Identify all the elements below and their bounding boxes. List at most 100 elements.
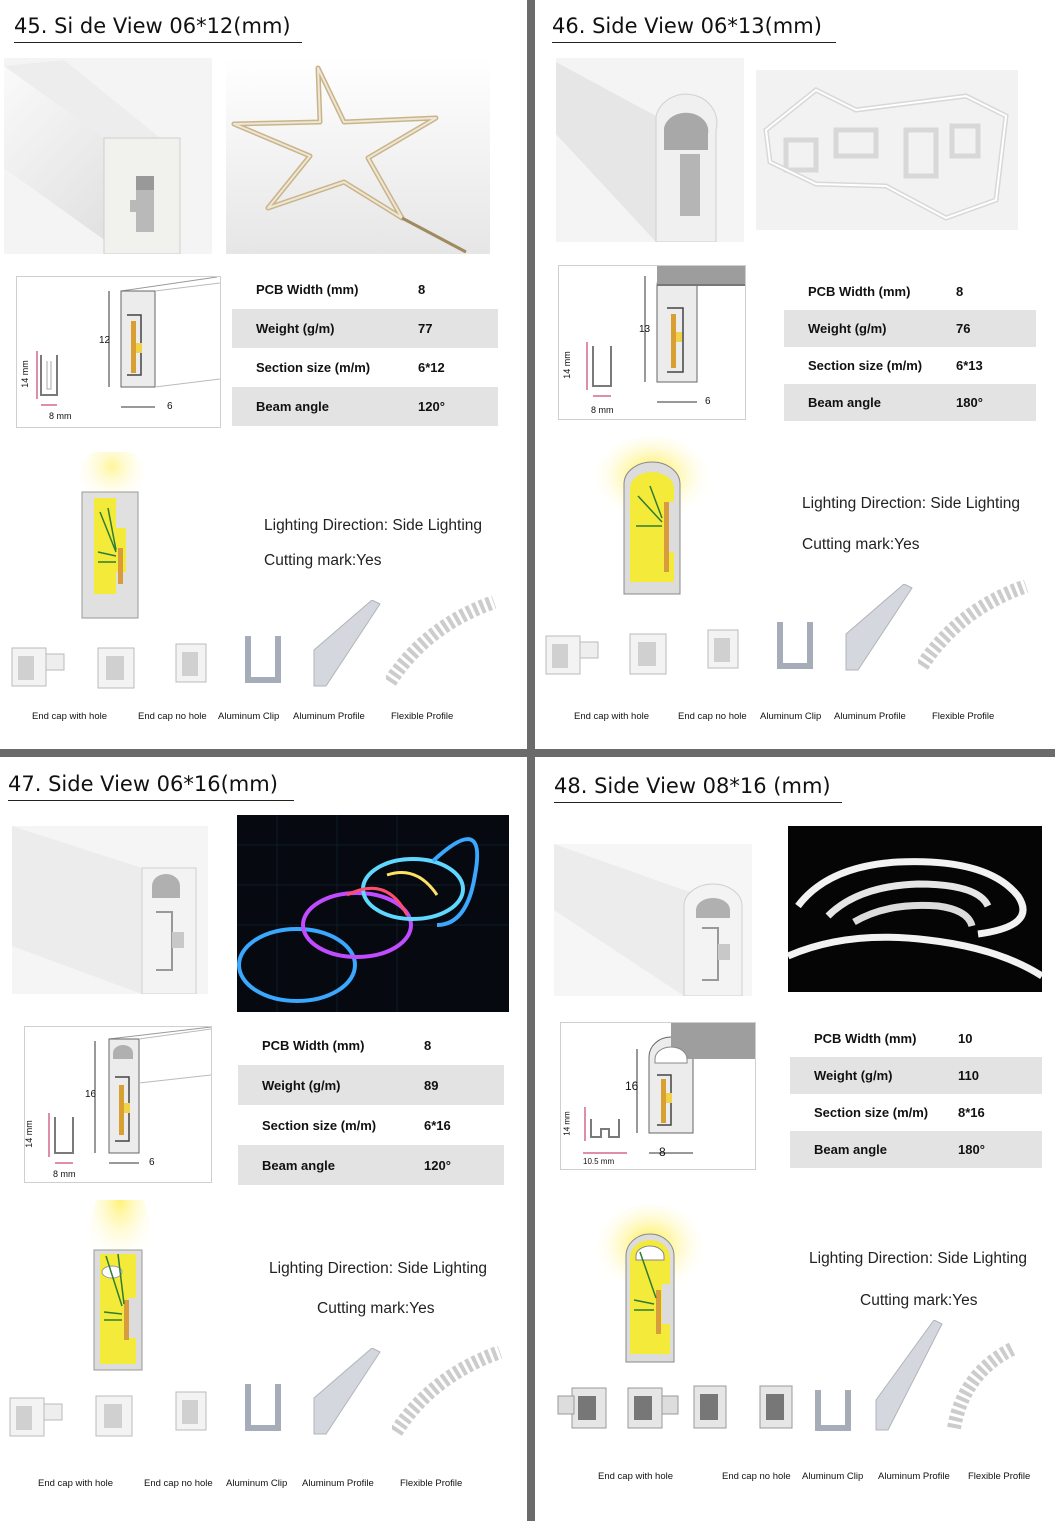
spec-row: PCB Width (mm)8 <box>232 270 498 309</box>
panel-title: 46. Side View 06*13(mm) <box>552 14 836 43</box>
spec-label: PCB Width (mm) <box>808 284 911 299</box>
flexible-profile-icon <box>390 1345 504 1441</box>
spec-label: Section size (m/m) <box>256 360 371 375</box>
spec-label: Weight (g/m) <box>256 321 335 336</box>
spec-value: 77 <box>418 321 433 336</box>
height-dimension: 13 <box>639 324 651 335</box>
flexible-profile-icon <box>916 579 1030 675</box>
spec-table: PCB Width (mm)8 Weight (g/m)89 Section s… <box>238 1025 504 1185</box>
lighting-direction: Lighting Direction: Side Lighting <box>809 1250 1027 1267</box>
spec-label: Beam angle <box>808 395 881 410</box>
panel-title: 47. Side View 06*16(mm) <box>8 772 294 801</box>
accessory-label: End cap with hole <box>598 1471 673 1482</box>
accessory-label: End cap no hole <box>678 711 747 722</box>
spec-label: Weight (g/m) <box>814 1068 893 1083</box>
spec-row: Beam angle 120° <box>232 387 498 426</box>
width-dimension: 6 <box>167 401 173 412</box>
spec-label: Beam angle <box>262 1157 335 1173</box>
accessory-label: End cap no hole <box>722 1471 791 1482</box>
accessory-label: Aluminum Profile <box>302 1478 374 1489</box>
aluminum-clip-icon <box>776 618 816 675</box>
width-dimension: 6 <box>705 396 711 407</box>
channel-width: 8 mm <box>53 1169 76 1179</box>
flexible-profile-icon <box>384 595 498 691</box>
spec-label: Beam angle <box>256 399 329 414</box>
spec-value: 8 <box>956 284 964 299</box>
panel-46: 46. Side View 06*13(mm) <box>540 0 1055 740</box>
light-direction-diagram <box>594 436 710 601</box>
rgb-neon-photo <box>237 815 509 1012</box>
spec-label: PCB Width (mm) <box>256 282 359 297</box>
spec-value: 110 <box>958 1068 979 1083</box>
end-cap-with-hole-icon <box>6 1388 68 1445</box>
accessory-label: Flexible Profile <box>391 711 454 722</box>
spec-value: 6*13 <box>956 358 983 373</box>
spec-row: Section size (m/m)6*13 <box>784 347 1036 384</box>
spec-row: Beam angle 180° <box>784 384 1036 421</box>
end-cap-no-hole-icon <box>96 640 146 695</box>
accessory-label: Aluminum Clip <box>226 1478 288 1489</box>
spec-row: PCB Width (mm) 10 <box>790 1020 1042 1057</box>
spec-row: Section size (m/m)6*12 <box>232 348 498 387</box>
cutting-mark: Cutting mark:Yes <box>802 536 920 553</box>
end-cap-plain-icon <box>174 1388 214 1439</box>
profile-render <box>4 58 212 254</box>
flexible-profile-icon <box>944 1341 1024 1437</box>
aluminum-clip-icon <box>244 632 284 689</box>
end-cap-no-hole-icon <box>94 1388 144 1443</box>
spec-value: 8 <box>424 1037 432 1053</box>
end-cap-no-hole-icon <box>628 626 678 681</box>
spec-value: 180° <box>956 395 983 410</box>
width-dimension: 8 <box>659 1145 666 1159</box>
channel-width: 10.5 mm <box>583 1157 615 1166</box>
cutting-mark: Cutting mark:Yes <box>264 552 382 569</box>
channel-height: 14 mm <box>561 351 572 379</box>
accessory-label: Aluminum Clip <box>218 711 280 722</box>
accessory-label: Flexible Profile <box>932 711 995 722</box>
horizontal-divider <box>0 749 1055 757</box>
spec-table: PCB Width (mm)8 Weight (g/m) 77 Section s… <box>232 270 498 426</box>
aluminum-profile-icon <box>874 1319 946 1437</box>
end-cap-plain-icon <box>174 640 214 691</box>
cross-section-drawing: 13 6 14 mm 8 mm <box>558 265 746 420</box>
height-dimension: 16 <box>625 1079 639 1093</box>
accessory-label: End cap with hole <box>38 1478 113 1489</box>
cutting-mark: Cutting mark:Yes <box>317 1300 435 1317</box>
spec-row: Section size (m/m)6*16 <box>238 1105 504 1145</box>
cross-section-drawing: 16 6 14 mm 8 mm <box>24 1026 212 1183</box>
spec-table: PCB Width (mm)10 Weight (g/m)110 Section… <box>790 1020 1042 1168</box>
aluminum-profile-icon <box>844 583 914 677</box>
spec-value: 120° <box>418 399 445 414</box>
spec-row: Weight (g/m) 77 <box>232 309 498 348</box>
spec-label: PCB Width (mm) <box>814 1031 917 1046</box>
lighting-direction: Lighting Direction: Side Lighting <box>264 517 482 534</box>
lighting-direction: Lighting Direction: Side Lighting <box>269 1260 487 1277</box>
end-cap-with-hole-icon <box>624 1380 682 1437</box>
light-direction-diagram <box>78 446 148 625</box>
panel-title: 48. Side View 08*16 (mm) <box>554 774 842 803</box>
channel-height: 14 mm <box>562 1111 572 1136</box>
accessory-label: Aluminum Profile <box>878 1471 950 1482</box>
light-direction-diagram <box>90 1182 154 1377</box>
height-dimension: 12 <box>99 335 111 346</box>
house-shape-photo <box>756 70 1018 230</box>
spec-row: PCB Width (mm)8 <box>238 1025 504 1065</box>
spec-value: 6*16 <box>424 1117 451 1133</box>
accessory-label: Aluminum Clip <box>760 711 822 722</box>
spec-value: 120° <box>424 1157 451 1173</box>
aluminum-profile-icon <box>312 599 382 693</box>
channel-width: 8 mm <box>591 405 614 415</box>
spec-value: 10 <box>958 1031 973 1046</box>
channel-width: 8 mm <box>49 411 72 421</box>
end-cap-no-hole-icon <box>692 1382 732 1437</box>
spec-row: Weight (g/m)76 <box>784 310 1036 347</box>
accessory-label: Aluminum Profile <box>834 711 906 722</box>
spec-row: Weight (g/m) 110 <box>790 1057 1042 1094</box>
end-cap-with-hole-icon <box>554 1380 612 1437</box>
spec-label: Weight (g/m) <box>262 1077 341 1093</box>
spec-label: Beam angle <box>814 1142 887 1157</box>
panel-47: 47. Side View 06*16(mm) <box>0 760 520 1500</box>
accessory-label: Aluminum Clip <box>802 1471 864 1482</box>
cross-section-drawing: 16 8 14 mm 10.5 mm <box>560 1022 756 1170</box>
accessory-label: Flexible Profile <box>400 1478 463 1489</box>
